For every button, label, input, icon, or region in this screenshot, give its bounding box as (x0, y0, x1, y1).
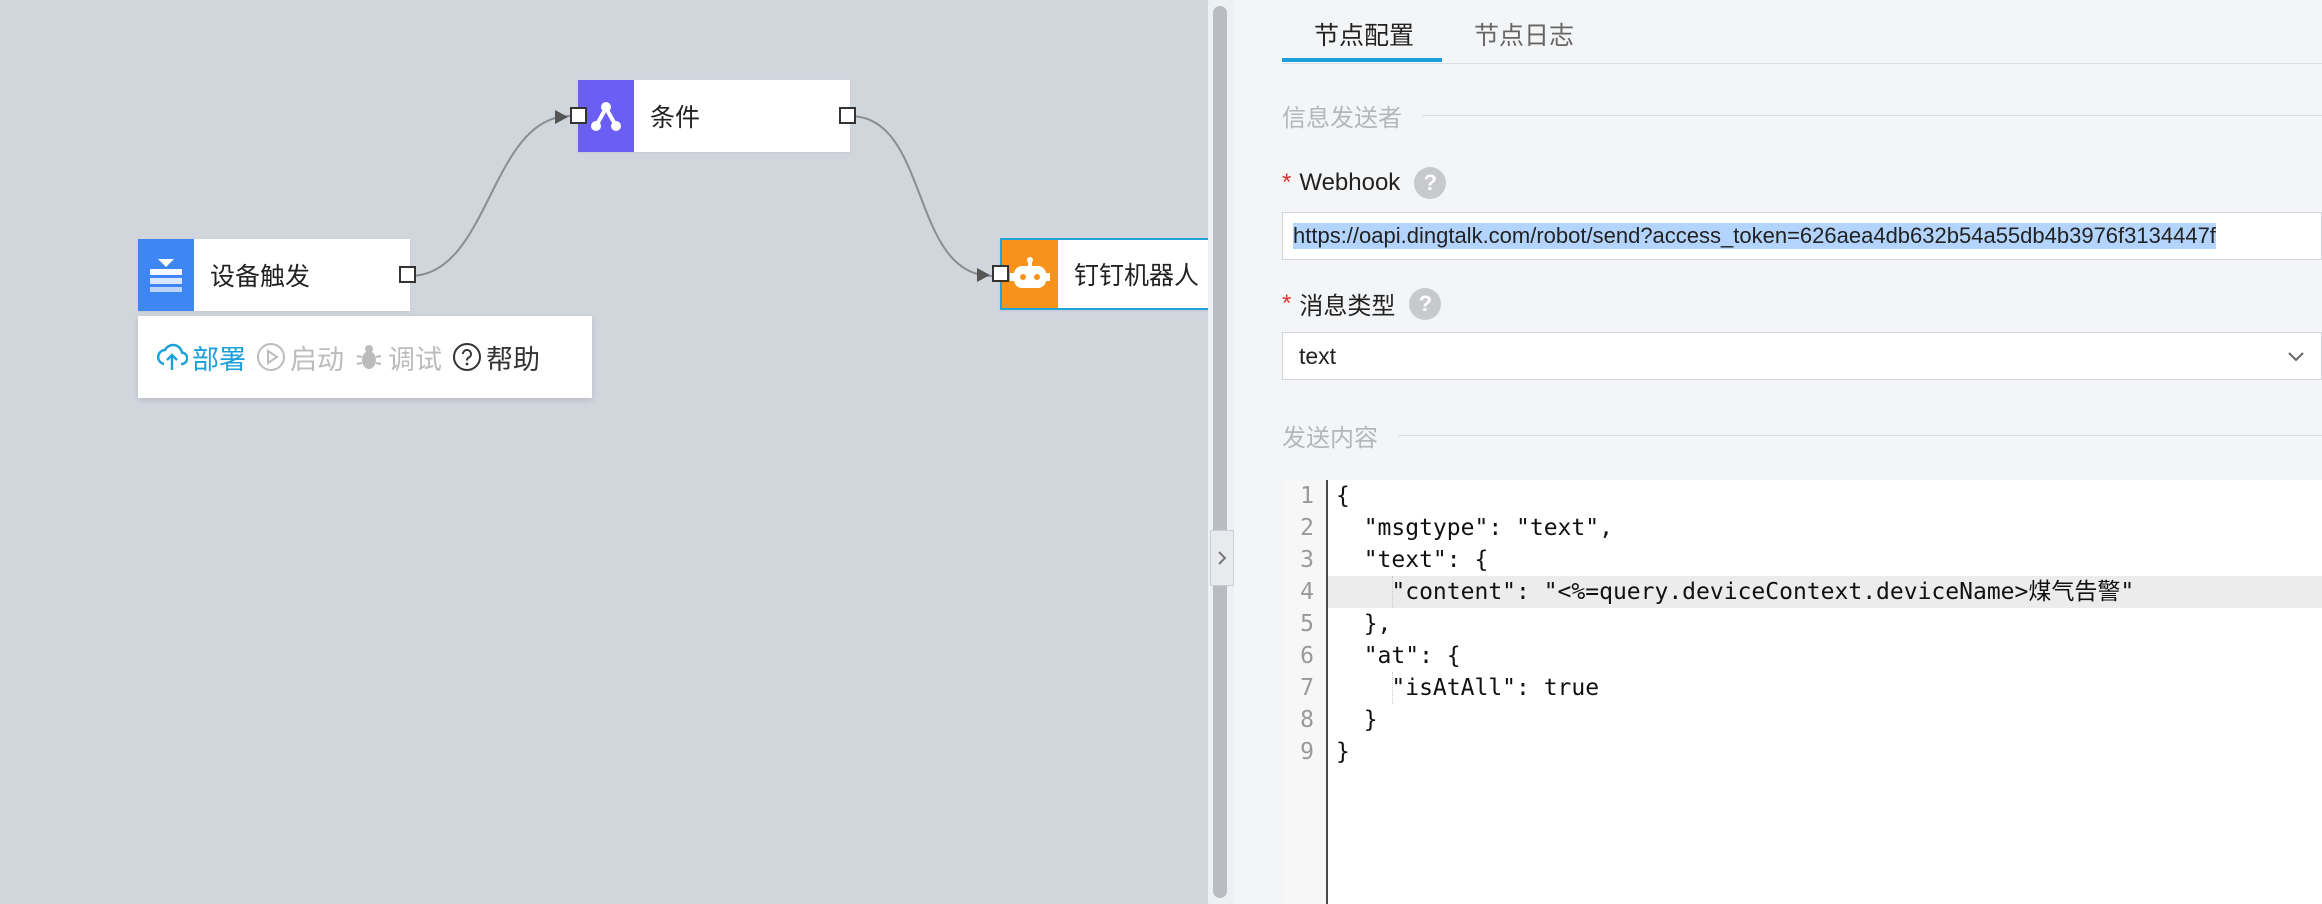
condition-icon (578, 80, 634, 152)
robot-icon (1002, 240, 1058, 308)
line-number-gutter: 1 2 3 4 5 6 7 8 9 (1282, 480, 1328, 904)
output-port[interactable] (399, 266, 416, 283)
webhook-input[interactable]: https://oapi.dingtalk.com/robot/send?acc… (1282, 212, 2322, 260)
code-editor[interactable]: 1 2 3 4 5 6 7 8 9 { "msgtype": "text", "… (1282, 480, 2322, 904)
scrollbar-thumb[interactable] (1213, 6, 1227, 898)
line-number: 5 (1300, 611, 1314, 637)
cloud-upload-icon (156, 343, 188, 370)
line-number: 1 (1300, 483, 1314, 509)
flow-canvas[interactable]: 设备触发 条件 (0, 0, 1208, 904)
chevron-right-icon (1218, 551, 1227, 565)
section-header-content: 发送内容 (1282, 418, 2322, 453)
code-line: } (1336, 707, 1378, 733)
debug-button[interactable]: 调试 (354, 338, 442, 377)
chevron-down-icon (2288, 352, 2304, 362)
required-mark: * (1282, 289, 1292, 317)
edge-device-to-condition (409, 115, 571, 277)
line-number: 9 (1300, 739, 1314, 765)
indent-guide (1392, 576, 1393, 608)
deploy-button[interactable]: 部署 (156, 338, 246, 377)
line-number: 3 (1300, 547, 1314, 573)
start-button[interactable]: 启动 (256, 338, 344, 377)
active-line-highlight (1282, 576, 2322, 608)
section-title: 信息发送者 (1282, 105, 1402, 132)
code-line: "msgtype": "text", (1336, 515, 1613, 541)
label-text: Webhook (1299, 169, 1401, 196)
line-number: 4 (1300, 579, 1314, 605)
node-label: 条件 (650, 104, 701, 132)
node-dingtalk-robot[interactable]: 钉钉机器人 (977, 238, 1208, 310)
webhook-field-label: * Webhook ? (1282, 167, 1447, 199)
divider (1398, 435, 2322, 436)
line-number: 8 (1300, 707, 1314, 733)
node-toolbar: 部署 启动 调试 帮助 (138, 316, 592, 398)
required-mark: * (1282, 169, 1292, 196)
section-header-sender: 信息发送者 (1282, 98, 2322, 133)
code-line: }, (1336, 611, 1392, 637)
panel-splitter[interactable] (1208, 0, 1234, 904)
panel-tabs: 节点配置 节点日志 (1282, 0, 2322, 64)
indent-guide (1392, 672, 1393, 704)
node-config-panel: 节点配置 节点日志 信息发送者 * Webhook ? https://oapi… (1234, 0, 2322, 904)
help-button[interactable]: 帮助 (452, 338, 540, 377)
code-line: } (1336, 739, 1350, 765)
node-label: 钉钉机器人 (1074, 262, 1200, 290)
webhook-value: https://oapi.dingtalk.com/robot/send?acc… (1293, 223, 2216, 249)
code-line: "content": "<%=query.deviceContext.devic… (1336, 579, 2135, 605)
node-label: 设备触发 (210, 263, 311, 291)
divider (1422, 115, 2322, 116)
help-label: 帮助 (486, 344, 540, 375)
active-tab-indicator (1282, 58, 1442, 62)
line-number: 2 (1300, 515, 1314, 541)
play-circle-icon (257, 343, 285, 371)
device-trigger-icon (138, 239, 194, 311)
output-port[interactable] (839, 107, 856, 124)
node-condition[interactable]: 条件 (555, 80, 856, 152)
section-title: 发送内容 (1282, 425, 1378, 452)
line-number: 6 (1300, 643, 1314, 669)
selected-value: text (1299, 342, 1337, 369)
code-line: "isAtAll": true (1336, 675, 1600, 701)
tab-node-log[interactable]: 节点日志 (1474, 22, 1575, 50)
input-port[interactable] (555, 107, 587, 124)
flow-edges (409, 115, 993, 277)
bug-icon (356, 345, 382, 369)
tab-node-config[interactable]: 节点配置 (1314, 22, 1415, 50)
debug-label: 调试 (388, 344, 442, 375)
help-circle-icon (453, 343, 481, 371)
code-line: "at": { (1336, 643, 1461, 669)
edge-condition-to-dingtalk (849, 115, 993, 277)
code-line: { (1336, 483, 1350, 509)
code-line: "text": { (1336, 547, 1489, 573)
start-label: 启动 (290, 344, 344, 375)
deploy-label: 部署 (192, 344, 246, 375)
collapse-panel-button[interactable] (1210, 530, 1234, 586)
help-tooltip-icon[interactable]: ? (1409, 287, 1442, 320)
node-device-trigger[interactable]: 设备触发 (138, 239, 416, 311)
help-tooltip-icon[interactable]: ? (1414, 167, 1447, 199)
msgtype-select[interactable]: text (1282, 332, 2322, 380)
label-text: 消息类型 (1299, 293, 1396, 320)
line-number: 7 (1300, 675, 1314, 701)
msgtype-field-label: * 消息类型 ? (1282, 286, 1442, 321)
input-port[interactable] (977, 265, 1009, 282)
